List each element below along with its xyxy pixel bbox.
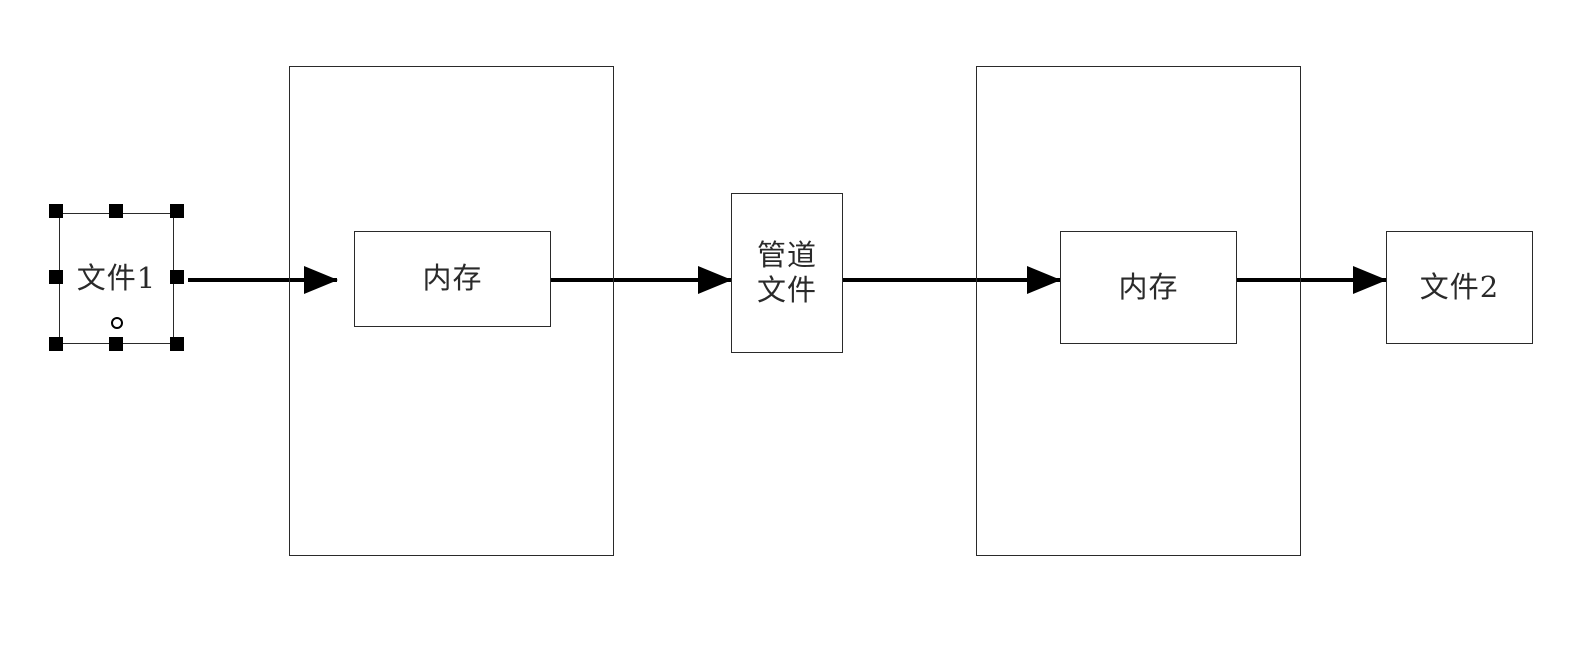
pipe-file-label-line-1: 管道 <box>756 237 817 272</box>
memory-node-2[interactable]: 内存 <box>1060 231 1237 344</box>
selection-handle-middle-right[interactable] <box>170 270 184 284</box>
file2-node[interactable]: 文件2 <box>1386 231 1533 344</box>
process-container-1[interactable] <box>289 66 614 556</box>
pipe-file-label: 管道 文件 <box>732 194 842 352</box>
rotation-handle-icon[interactable] <box>111 317 123 329</box>
memory-node-1[interactable]: 内存 <box>354 231 551 327</box>
pipe-file-node[interactable]: 管道 文件 <box>731 193 843 353</box>
memory-1-label-text: 内存 <box>422 261 483 296</box>
selection-handle-bottom-center[interactable] <box>109 337 123 351</box>
selection-handle-bottom-left[interactable] <box>49 337 63 351</box>
file1-label: 文件1 <box>60 214 173 343</box>
process-container-2[interactable] <box>976 66 1301 556</box>
selection-handle-top-center[interactable] <box>109 204 123 218</box>
file2-label-text: 文件2 <box>1419 269 1500 304</box>
memory-1-label: 内存 <box>355 232 550 326</box>
pipe-file-label-line-2: 文件 <box>756 273 817 307</box>
selection-handle-middle-left[interactable] <box>49 270 63 284</box>
memory-2-label-text: 内存 <box>1118 269 1179 304</box>
selection-handle-bottom-right[interactable] <box>170 337 184 351</box>
file1-label-text: 文件1 <box>76 260 157 295</box>
selection-handle-top-left[interactable] <box>49 204 63 218</box>
file2-label: 文件2 <box>1387 232 1532 343</box>
memory-2-label: 内存 <box>1061 232 1236 343</box>
selection-handle-top-right[interactable] <box>170 204 184 218</box>
